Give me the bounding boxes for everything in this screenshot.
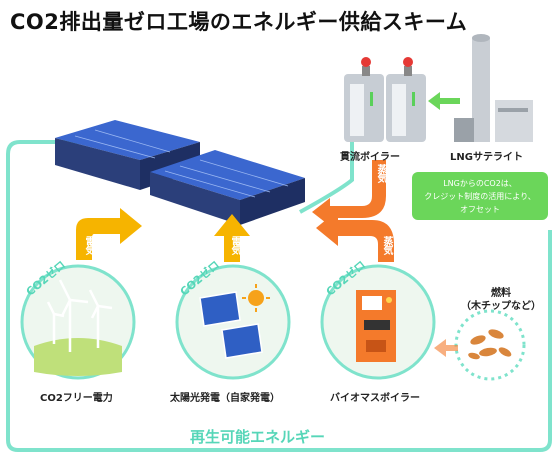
solar-panel-icon: [199, 284, 270, 359]
electric-label-2: 電気: [229, 236, 240, 254]
steam-arrow-top: [312, 160, 386, 226]
renewable-frame: [6, 140, 552, 452]
renewable-energy-label: 再生可能エネルギー: [190, 428, 326, 446]
steam-label-1: 蒸気: [375, 164, 386, 182]
page-title: CO2排出量ゼロ工場のエネルギー供給スキーム: [10, 10, 468, 34]
fuel-circle: [454, 309, 526, 381]
steam-label-2: 蒸気: [381, 236, 392, 254]
wood-chip-icon: [468, 329, 512, 360]
lng-note-line2: クレジット制度の活用により、: [424, 192, 536, 201]
fuel-label-line2: （木チップなど）: [461, 301, 541, 312]
lng-note-line3: オフセット: [460, 205, 500, 214]
steam-arrow-bottom: [316, 210, 394, 262]
boiler-icon: [344, 57, 426, 142]
renewable-frame-top: [299, 142, 354, 214]
biomass-boiler-icon: [356, 290, 396, 362]
lng-note-line1: LNGからのCO2は、: [443, 179, 517, 188]
fuel-arrow: [434, 339, 458, 357]
biomass-label: バイオマスボイラー: [330, 393, 420, 404]
electric-arrow-2: [214, 214, 250, 262]
lng-satellite-icon: [454, 34, 533, 142]
fuel-label: 燃料 （木チップなど）: [451, 287, 551, 313]
fuel-label-line1: 燃料: [491, 288, 511, 299]
lng-to-boiler-arrow: [428, 92, 460, 110]
electric-label-1: 電気: [83, 236, 94, 254]
wind-turbine-icon: [34, 279, 122, 376]
lng-note-badge: LNGからのCO2は、 クレジット制度の活用により、 オフセット: [412, 172, 548, 220]
electric-arrow-1: [76, 208, 142, 260]
lng-label: LNGサテライト: [450, 152, 523, 163]
solar-label: 太陽光発電（自家発電）: [170, 393, 280, 404]
factory-icon: [55, 120, 305, 225]
boiler-label: 貫流ボイラー: [340, 152, 400, 163]
wind-label: CO2フリー電力: [40, 393, 113, 404]
